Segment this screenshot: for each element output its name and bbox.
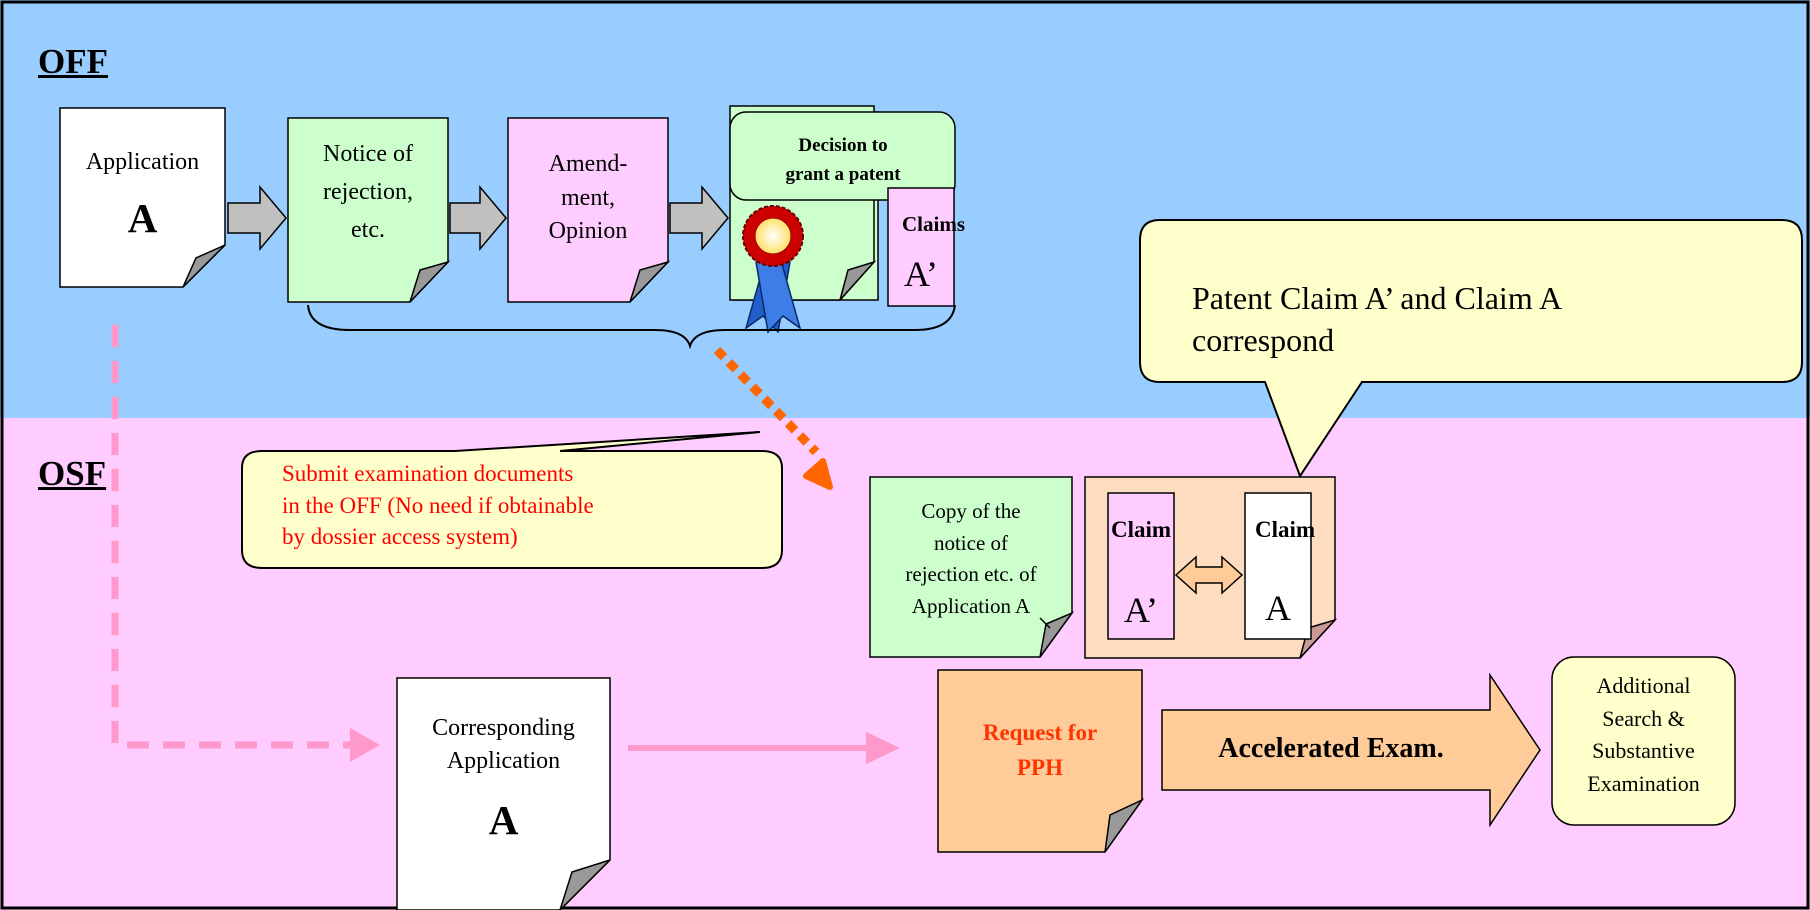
- claim-right-title: Claim: [1255, 517, 1316, 542]
- application-letter: A: [127, 195, 158, 241]
- accelerated-exam-label: Accelerated Exam.: [1218, 733, 1444, 764]
- copy-of-notice-label: Copy of the notice of rejection etc. of …: [905, 499, 1037, 618]
- claim-right-letter: A: [1265, 588, 1291, 628]
- claim-left-title: Claim: [1110, 517, 1172, 542]
- claim-left-letter: A’: [1124, 590, 1158, 630]
- decision-to-grant-doc: [729, 105, 956, 307]
- off-section-label: OFF: [38, 42, 108, 81]
- arrow-notice-to-amendment: [449, 184, 507, 252]
- submit-callout-text: Submit examination documents in the OFF …: [282, 461, 594, 550]
- correspond-callout-text: Patent Claim A’ and Claim A correspond: [1192, 280, 1563, 358]
- additional-search-box: [1551, 656, 1736, 826]
- dotted-arrow-line: [713, 346, 820, 456]
- osf-section-label: OSF: [38, 454, 107, 493]
- claims-letter: A’: [904, 254, 938, 294]
- submit-callout: [241, 431, 783, 569]
- double-arrow-icon: [1174, 555, 1244, 595]
- solid-pink-arrow-head: [866, 732, 900, 764]
- dotted-arrow-head: [803, 458, 833, 490]
- arrow-application-to-notice: [227, 184, 287, 252]
- application-a-doc: [59, 107, 226, 288]
- additional-search-label: Additional Search & Substantive Examinat…: [1587, 673, 1700, 796]
- dashed-route-head: [350, 728, 380, 762]
- claims-title: Claims: [902, 212, 965, 236]
- dashed-route-line: [111, 325, 350, 749]
- copy-of-notice-doc: [869, 476, 1075, 658]
- decision-to-grant-label: Decision to grant a patent: [785, 135, 901, 185]
- application-label: Application: [85, 149, 200, 175]
- claims-comparison-panel: [1084, 476, 1338, 659]
- request-for-pph-label: Request for PPH: [982, 720, 1098, 780]
- arrow-amendment-to-decision: [669, 184, 729, 252]
- off-steps-brace: [307, 304, 956, 350]
- request-for-pph-doc: [937, 669, 1145, 853]
- notice-of-rejection-doc: [287, 117, 451, 303]
- corresponding-application-doc: [396, 677, 611, 910]
- corresponding-application-label: Corresponding Application: [432, 715, 575, 775]
- amendment-label: Amend- ment, Opinion: [548, 151, 628, 245]
- correspond-callout: [1139, 219, 1803, 479]
- amendment-doc: [507, 117, 671, 303]
- corresponding-application-letter: A: [488, 797, 519, 843]
- notice-of-rejection-label: Notice of rejection, etc.: [323, 141, 413, 243]
- accelerated-exam-arrow: [1161, 672, 1541, 828]
- award-ribbon-icon: [742, 205, 804, 334]
